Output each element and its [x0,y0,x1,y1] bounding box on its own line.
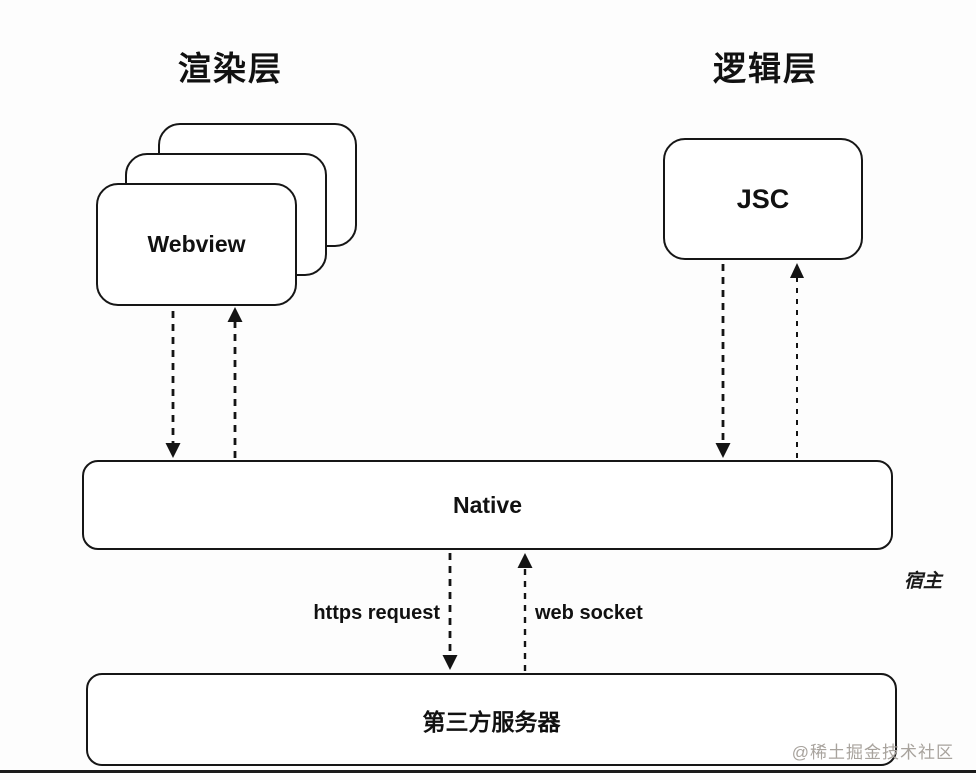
native-node: Native [82,460,893,550]
jsc-node: JSC [663,138,863,260]
community-watermark: @稀土掘金技术社区 [791,743,954,762]
third-party-server-node: 第三方服务器 [86,673,897,766]
logic-layer-heading: 逻辑层 [713,50,818,87]
https-request-edge-label: https request [313,602,440,624]
render-layer-heading: 渲染层 [178,50,283,87]
arrow-web-socket [517,553,533,671]
jsc-node-label: JSC [736,183,790,214]
web-socket-edge-label: web socket [535,602,643,624]
bottom-border-line [0,770,976,773]
webview-node-label: Webview [147,231,246,257]
arrow-https-request [442,553,458,670]
third-party-server-label: 第三方服务器 [422,708,561,735]
native-node-label: Native [452,491,523,518]
host-annotation: 宿主 [904,571,943,592]
arrow-native-to-webview [227,307,243,458]
arrow-webview-to-native [165,311,181,458]
arrow-native-to-jsc [790,263,804,458]
arrow-jsc-to-native [715,264,731,458]
webview-node: Webview [96,183,297,306]
